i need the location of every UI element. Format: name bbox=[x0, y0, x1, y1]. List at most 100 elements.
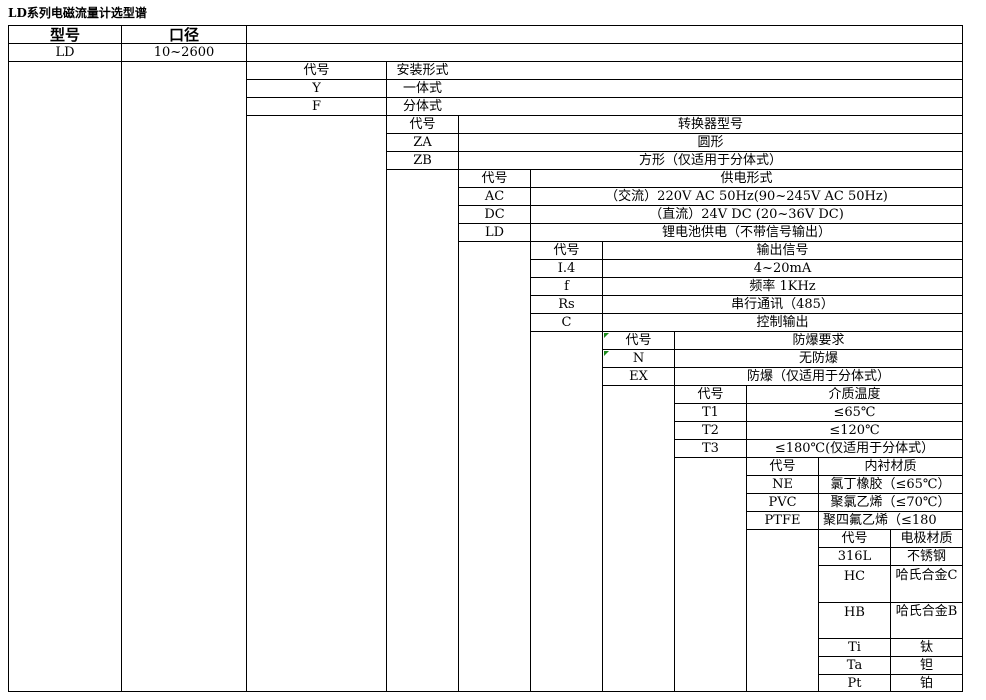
grid-line bbox=[386, 133, 963, 134]
grid-line bbox=[121, 25, 122, 692]
lining-code: PTFE bbox=[764, 512, 801, 528]
grid-line bbox=[530, 169, 531, 692]
grid-line bbox=[602, 385, 963, 386]
converter-code: ZB bbox=[413, 152, 432, 168]
install-code: Y bbox=[312, 80, 321, 96]
install-desc: 一体式 bbox=[402, 80, 442, 96]
converter-desc: 方形（仅适用于分体式） bbox=[638, 152, 782, 168]
electrode-code: 316L bbox=[837, 548, 872, 564]
temperature-code-header: 代号 bbox=[697, 386, 724, 402]
grid-line bbox=[386, 169, 963, 170]
caliber-value: 10~2600 bbox=[153, 44, 215, 60]
model-value: LD bbox=[55, 44, 75, 60]
grid-line bbox=[746, 475, 963, 476]
power-heading: 供电形式 bbox=[720, 170, 773, 186]
explosion-desc: 无防爆 bbox=[798, 350, 838, 366]
grid-line bbox=[746, 529, 963, 530]
grid-line bbox=[674, 331, 675, 692]
electrode-desc: 钛 bbox=[919, 639, 933, 655]
electrode-code-header: 代号 bbox=[841, 530, 868, 546]
explosion-desc: 防爆（仅适用于分体式） bbox=[746, 368, 890, 384]
grid-line bbox=[8, 25, 963, 26]
output-desc: 控制输出 bbox=[756, 314, 809, 330]
grid-line bbox=[8, 61, 963, 62]
grid-line bbox=[458, 205, 963, 206]
output-desc: 4~20mA bbox=[753, 260, 812, 276]
caliber-header: 口径 bbox=[168, 26, 199, 43]
install-code: F bbox=[311, 98, 322, 114]
electrode-desc: 铂 bbox=[919, 675, 933, 691]
grid-line bbox=[602, 367, 963, 368]
grid-line bbox=[818, 457, 819, 692]
grid-line bbox=[602, 349, 963, 350]
power-code-header: 代号 bbox=[481, 170, 508, 186]
power-desc: 锂电池供电（不带信号输出） bbox=[661, 224, 831, 240]
temperature-desc: ≤180℃(仅适用于分体式） bbox=[774, 440, 935, 456]
output-desc: 串行通讯（485） bbox=[731, 296, 834, 312]
output-desc: 频率 1KHz bbox=[749, 278, 816, 294]
temperature-desc: ≤120℃ bbox=[829, 422, 880, 438]
converter-heading: 转换器型号 bbox=[677, 116, 743, 132]
grid-line bbox=[530, 295, 963, 296]
grid-line bbox=[530, 331, 963, 332]
temperature-code: T1 bbox=[702, 404, 719, 420]
grid-line bbox=[386, 61, 387, 692]
output-heading: 输出信号 bbox=[756, 242, 809, 258]
grid-line bbox=[674, 403, 963, 404]
electrode-desc: 不锈钢 bbox=[906, 548, 946, 564]
output-code: I.4 bbox=[557, 260, 576, 276]
grid-line bbox=[674, 439, 963, 440]
grid-line bbox=[458, 223, 963, 224]
electrode-desc: 哈氏合金C bbox=[895, 568, 958, 583]
model-header: 型号 bbox=[49, 26, 80, 43]
install-desc: 分体式 bbox=[402, 98, 442, 114]
output-code: C bbox=[561, 314, 572, 330]
grid-line bbox=[246, 97, 963, 98]
output-code: Rs bbox=[558, 296, 575, 312]
grid-line bbox=[890, 529, 891, 692]
comment-flag bbox=[604, 333, 609, 338]
grid-line bbox=[530, 277, 963, 278]
electrode-code: Ta bbox=[846, 657, 863, 673]
lining-heading: 内衬材质 bbox=[864, 458, 917, 474]
output-code: f bbox=[564, 278, 569, 294]
converter-code-header: 代号 bbox=[409, 116, 436, 132]
grid-line bbox=[530, 259, 963, 260]
power-code: LD bbox=[484, 224, 505, 240]
explosion-code: EX bbox=[629, 368, 648, 384]
sheet-title: LD系列电磁流量计选型谱 bbox=[8, 6, 147, 20]
temperature-code: T3 bbox=[702, 440, 719, 456]
lining-desc: 聚四氟乙烯（≤180 bbox=[823, 512, 937, 528]
converter-code: ZA bbox=[413, 134, 432, 150]
converter-desc: 圆形 bbox=[697, 134, 724, 150]
temperature-heading: 介质温度 bbox=[828, 386, 881, 402]
power-desc: （直流）24V DC (20~36V DC) bbox=[649, 206, 844, 222]
explosion-heading: 防爆要求 bbox=[792, 332, 845, 348]
lining-code-header: 代号 bbox=[769, 458, 796, 474]
grid-line bbox=[246, 115, 963, 116]
electrode-heading: 电极材质 bbox=[900, 530, 953, 546]
electrode-code: Pt bbox=[847, 675, 862, 691]
grid-line bbox=[458, 115, 459, 692]
electrode-code: HB bbox=[844, 604, 865, 620]
grid-line bbox=[246, 25, 247, 692]
power-desc: （交流）220V AC 50Hz(90~245V AC 50Hz) bbox=[605, 188, 888, 204]
temperature-desc: ≤65℃ bbox=[833, 404, 876, 420]
lining-code: PVC bbox=[768, 494, 797, 510]
output-code-header: 代号 bbox=[553, 242, 580, 258]
lining-desc: 聚氯乙烯（≤70℃） bbox=[830, 494, 951, 510]
grid-line bbox=[8, 43, 963, 44]
power-code: AC bbox=[484, 188, 505, 204]
grid-line bbox=[746, 385, 747, 692]
grid-line bbox=[458, 241, 963, 242]
explosion-code-header: 代号 bbox=[625, 332, 652, 348]
grid-line bbox=[530, 313, 963, 314]
electrode-desc: 哈氏合金B bbox=[895, 604, 958, 619]
grid-line bbox=[386, 151, 963, 152]
electrode-desc: 钽 bbox=[919, 657, 933, 673]
grid-line bbox=[458, 187, 963, 188]
grid-line bbox=[674, 421, 963, 422]
comment-flag bbox=[604, 351, 609, 356]
grid-line bbox=[962, 25, 963, 692]
